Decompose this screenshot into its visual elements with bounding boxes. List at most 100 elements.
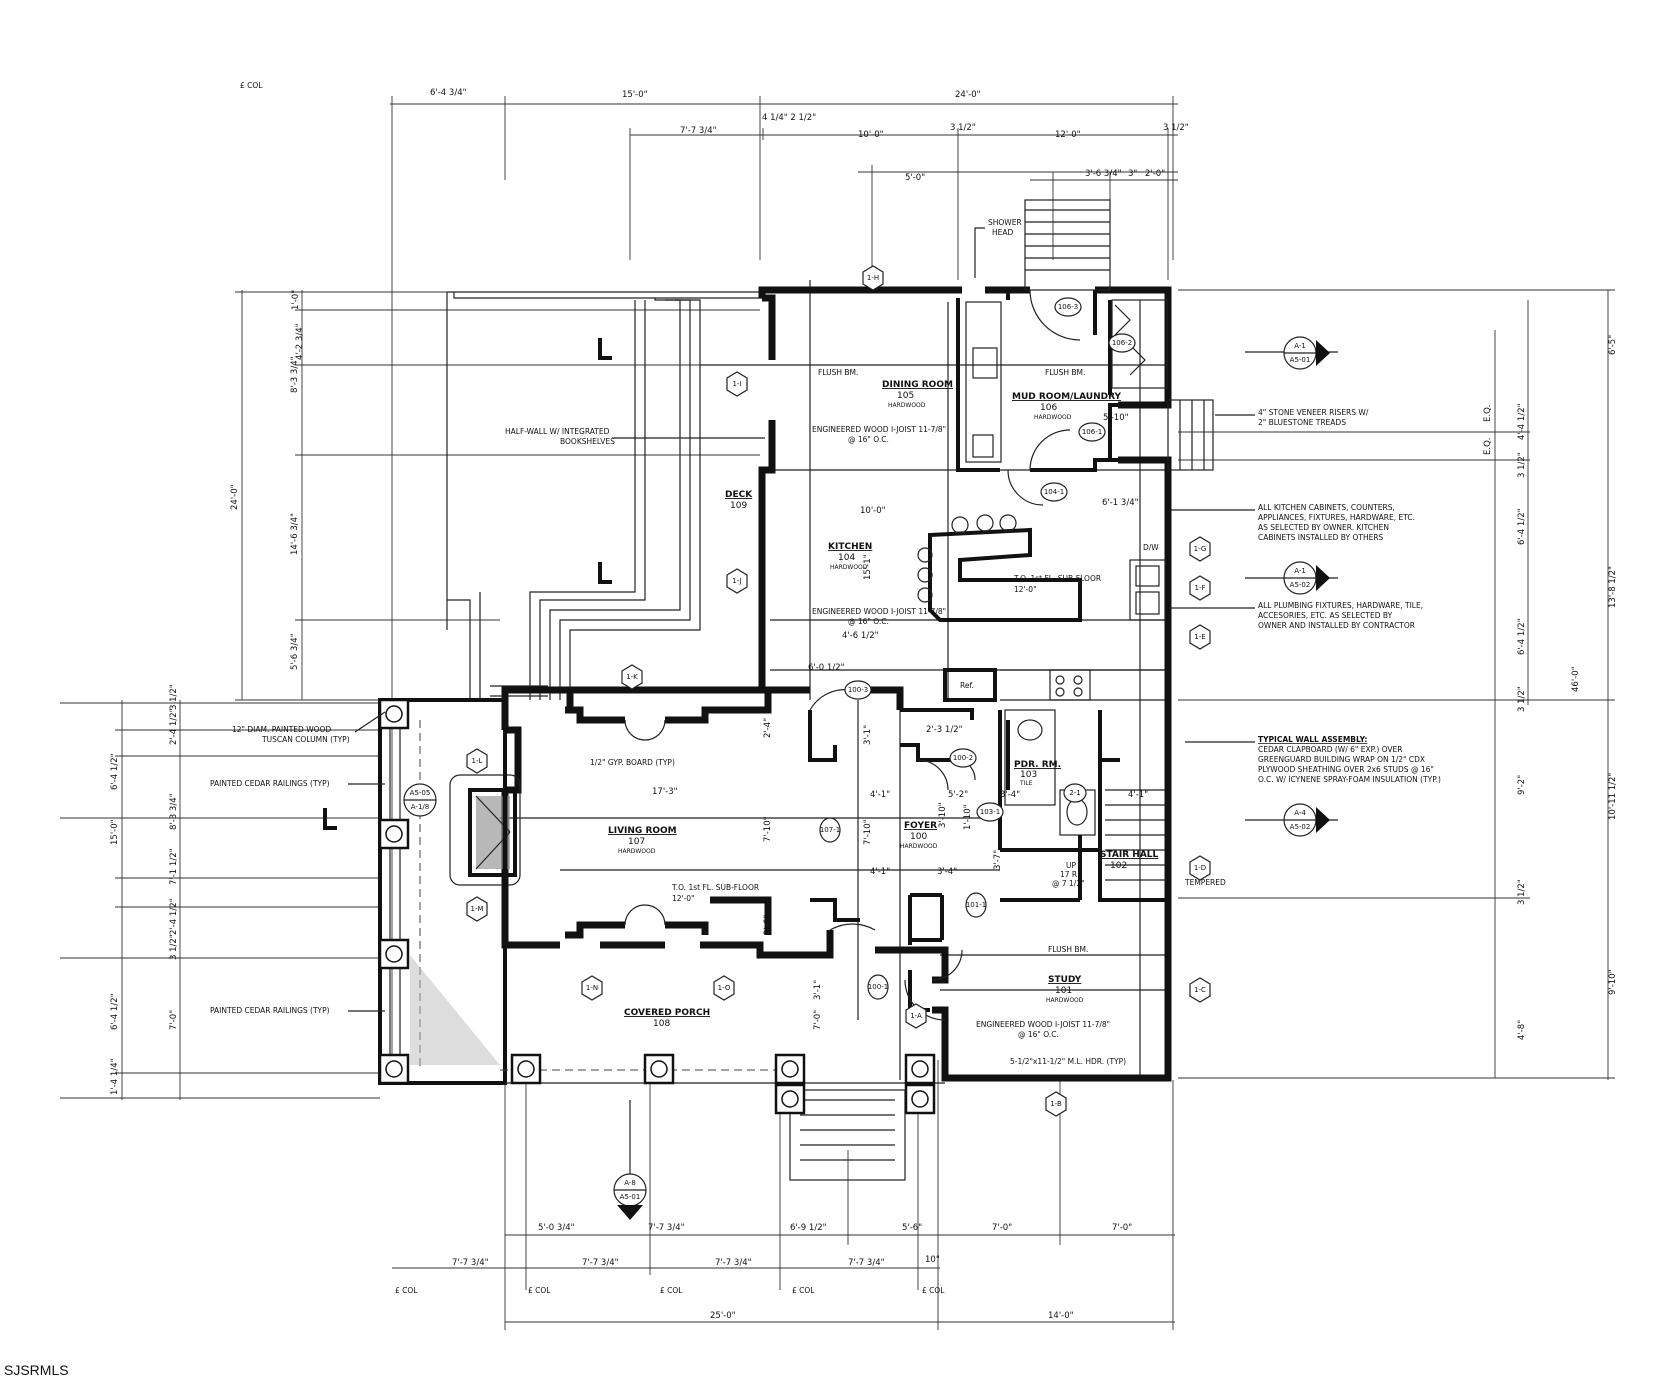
room-porch-number: 108 — [653, 1019, 670, 1029]
note-centerline-column-b2: £ COL — [528, 1286, 551, 1295]
svg-text:2'-6": 2'-6" — [763, 915, 773, 935]
svg-text:E.Q.: E.Q. — [1483, 405, 1493, 422]
note-subfloor-1: T.O. 1st FL. SUB-FLOOR — [1013, 574, 1101, 583]
svg-text:3'-7": 3'-7" — [993, 850, 1003, 870]
room-porch-name: COVERED PORCH — [624, 1008, 710, 1018]
svg-text:3'-4": 3'-4" — [1000, 790, 1020, 800]
svg-text:3 1/2": 3 1/2" — [1163, 123, 1189, 133]
svg-text:2'-3 1/2": 2'-3 1/2" — [926, 725, 963, 735]
svg-text:25'-0": 25'-0" — [710, 1311, 736, 1321]
note-joist-1b: @ 16" O.C. — [848, 435, 889, 444]
svg-text:6'-1 3/4": 6'-1 3/4" — [1102, 498, 1139, 508]
note-ref: Ref. — [960, 681, 974, 690]
room-mudroom-finish: HARDWOOD — [1034, 414, 1072, 421]
note-column-1: 12" DIAM. PAINTED WOOD — [232, 725, 331, 734]
room-labels: DINING ROOM 105 HARDWOOD MUD ROOM/LAUNDR… — [608, 380, 1159, 1029]
annotation-notes: 12" DIAM. PAINTED WOOD TUSCAN COLUMN (TY… — [210, 81, 1441, 1295]
note-joist-2b: @ 16" O.C. — [848, 617, 889, 626]
svg-text:4'-1": 4'-1" — [870, 790, 890, 800]
svg-text:1-A: 1-A — [910, 1012, 922, 1020]
svg-text:2'-4 1/2": 2'-4 1/2" — [169, 898, 179, 935]
tag-1-k: 1-K — [621, 664, 643, 690]
svg-text:7'-7 3/4": 7'-7 3/4" — [648, 1223, 685, 1233]
svg-text:6'-5": 6'-5" — [1608, 335, 1618, 355]
note-joist-2: ENGINEERED WOOD I-JOIST 11-7/8" — [812, 607, 946, 616]
svg-text:1-B: 1-B — [1050, 1100, 1062, 1108]
room-deck-number: 109 — [730, 501, 747, 511]
svg-text:1-C: 1-C — [1194, 986, 1206, 994]
room-dining-finish: HARDWOOD — [888, 402, 926, 409]
svg-text:10'-0": 10'-0" — [858, 130, 884, 140]
svg-text:E.Q.: E.Q. — [1483, 438, 1493, 455]
note-joist-1: ENGINEERED WOOD I-JOIST 11-7/8" — [812, 425, 946, 434]
covered-porch — [378, 698, 945, 1085]
svg-text:13'-8 1/2": 13'-8 1/2" — [1608, 566, 1618, 608]
room-dining-number: 105 — [897, 391, 914, 401]
svg-text:1-I: 1-I — [732, 380, 741, 388]
svg-text:4'-4 1/2": 4'-4 1/2" — [1517, 403, 1527, 440]
tag-1-a: 1-A — [905, 1003, 927, 1029]
porch-columns — [378, 698, 936, 1115]
svg-text:101-1: 101-1 — [966, 901, 986, 909]
svg-text:1-E: 1-E — [1194, 633, 1205, 641]
svg-text:3 1/2": 3 1/2" — [950, 123, 976, 133]
svg-text:1-M: 1-M — [470, 905, 483, 913]
svg-text:10'-0": 10'-0" — [860, 506, 886, 516]
note-centerline-column-b5: £ COL — [922, 1286, 945, 1295]
note-wall-assembly-3: GREENGUARD BUILDING WRAP ON 1/2" CDX — [1258, 755, 1425, 764]
note-cabinets-2: APPLIANCES, FIXTURES, HARDWARE, ETC. — [1258, 513, 1415, 522]
door-tag-107-1: 107-1 — [819, 817, 841, 843]
svg-text:A-1/8: A-1/8 — [411, 803, 429, 811]
note-shower-2: HEAD — [992, 228, 1014, 237]
note-subfloor-2: T.O. 1st FL. SUB-FLOOR — [671, 883, 759, 892]
svg-text:7'-7 3/4": 7'-7 3/4" — [680, 126, 717, 136]
note-shower-1: SHOWER — [988, 218, 1022, 227]
note-header: 5-1/2"x11-1/2" M.L. HDR. (TYP) — [1010, 1057, 1126, 1066]
door-tag-100-1: 100-1 — [867, 974, 889, 1000]
note-up: UP — [1066, 861, 1076, 870]
note-cabinets-4: CABINETS INSTALLED BY OTHERS — [1258, 533, 1384, 542]
tag-1-h: 1-H — [862, 265, 884, 291]
note-joist-3b: @ 16" O.C. — [1018, 1030, 1059, 1039]
tag-1-o: 1-O — [713, 975, 735, 1001]
svg-text:9'-2": 9'-2" — [1517, 775, 1527, 795]
note-stone-1: 4" STONE VENEER RISERS W/ — [1258, 408, 1369, 417]
svg-text:15'-0": 15'-0" — [110, 819, 120, 845]
door-tag-106-3: 106-3 — [1054, 297, 1082, 317]
room-dining-name: DINING ROOM — [882, 380, 953, 390]
svg-text:104-1: 104-1 — [1044, 488, 1064, 496]
tag-1-l: 1-L — [466, 748, 488, 774]
room-kitchen-finish: HARDWOOD — [830, 564, 868, 571]
note-cabinets-3: AS SELECTED BY OWNER. KITCHEN — [1258, 523, 1389, 532]
svg-text:103-1: 103-1 — [980, 808, 1000, 816]
svg-text:3'-4": 3'-4" — [937, 867, 957, 877]
tag-1-j: 1-J — [726, 568, 748, 594]
section-marker-a8-a501: A-8 A5-01 — [613, 1100, 647, 1220]
room-kitchen-name: KITCHEN — [828, 542, 872, 552]
room-living-name: LIVING ROOM — [608, 826, 677, 836]
door-tag-101-1: 101-1 — [965, 892, 987, 918]
svg-text:1-J: 1-J — [732, 577, 741, 585]
door-tags: 106-3 106-2 106-1 104-1 100-3 100-2 103-… — [819, 297, 1136, 1000]
tag-1-e: 1-E — [1189, 624, 1211, 650]
svg-text:6'-4 1/2": 6'-4 1/2" — [1517, 508, 1527, 545]
svg-text:3 1/2": 3 1/2" — [1517, 879, 1527, 905]
note-centerline-column: £ COL — [240, 81, 263, 90]
note-railings-2: PAINTED CEDAR RAILINGS (TYP) — [210, 1006, 330, 1015]
note-centerline-column-b1: £ COL — [395, 1286, 418, 1295]
svg-text:3'-1": 3'-1" — [863, 725, 873, 745]
svg-text:1'-0": 1'-0" — [291, 290, 301, 310]
svg-text:4'-1": 4'-1" — [1128, 790, 1148, 800]
svg-text:6'-4 3/4": 6'-4 3/4" — [430, 88, 467, 98]
svg-text:100-1: 100-1 — [868, 983, 888, 991]
door-tag-103-1: 103-1 — [976, 802, 1004, 822]
svg-text:A-8: A-8 — [624, 1179, 636, 1187]
room-study-number: 101 — [1055, 986, 1072, 996]
svg-text:1-N: 1-N — [586, 984, 598, 992]
deck — [446, 291, 763, 700]
svg-text:15'-1": 15'-1" — [863, 554, 873, 580]
note-plumbing-1: ALL PLUMBING FIXTURES, HARDWARE, TILE, — [1258, 601, 1423, 610]
note-centerline-column-b4: £ COL — [792, 1286, 815, 1295]
watermark-text: SJSRMLS — [4, 1362, 69, 1378]
